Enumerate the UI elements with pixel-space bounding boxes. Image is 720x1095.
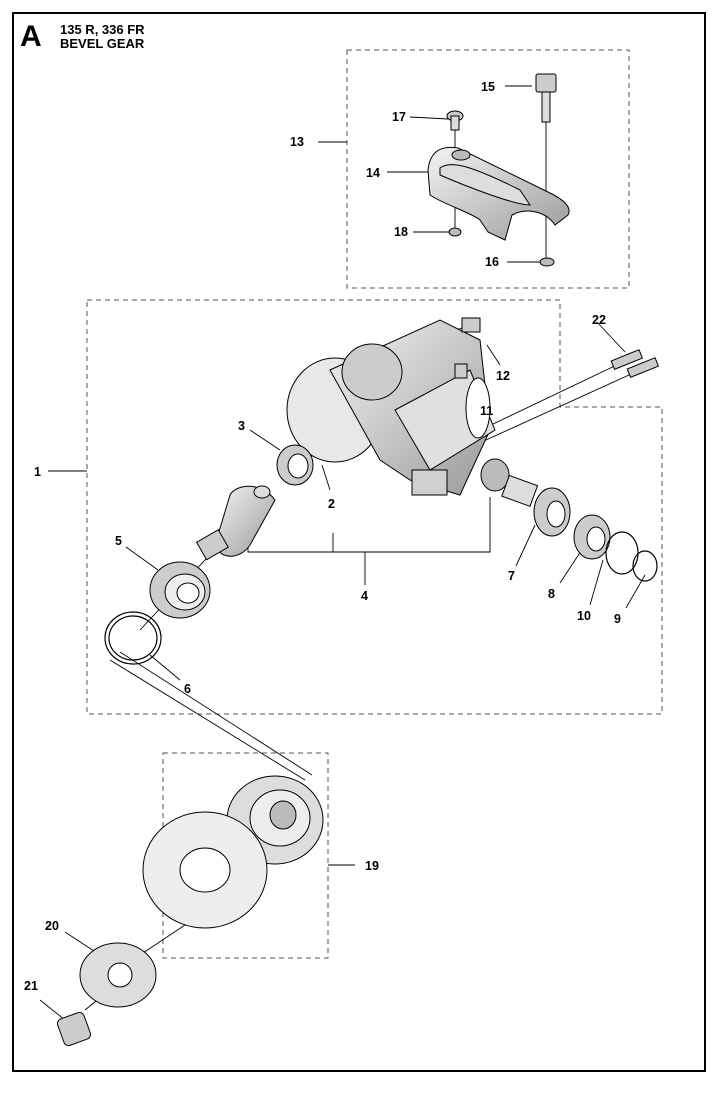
callout-14: 14 [366, 166, 380, 180]
leader-2 [321, 464, 331, 491]
callout-3: 3 [238, 419, 245, 433]
support-flange-20 [79, 942, 157, 1008]
callout-17: 17 [392, 110, 406, 124]
bearing-3 [276, 444, 314, 486]
leader-17 [409, 116, 449, 120]
callout-19: 19 [365, 859, 379, 873]
callout-16: 16 [485, 255, 499, 269]
bearing-8 [573, 514, 611, 560]
bolt-17 [446, 110, 464, 131]
callout-12: 12 [496, 369, 510, 383]
bolt-15 [535, 73, 557, 123]
callout-2: 2 [328, 497, 335, 511]
leader-6 [149, 654, 181, 681]
bushing-stub [480, 458, 539, 508]
leader-6-to-19a [109, 659, 306, 781]
washer-16 [539, 257, 555, 267]
gear-housing-2 [286, 319, 496, 496]
leader-22a [469, 361, 624, 436]
leader-10 [589, 559, 604, 606]
leader-4 [247, 497, 491, 553]
plug-12 [461, 317, 481, 333]
leader-7 [515, 524, 536, 567]
group-box-19 [162, 752, 329, 959]
callout-8: 8 [548, 587, 555, 601]
callout-13: 13 [290, 135, 304, 149]
callout-4: 4 [361, 589, 368, 603]
circlip-6 [104, 611, 162, 665]
callout-11: 11 [480, 404, 493, 418]
group-box-1 [86, 299, 663, 715]
leader-5 [125, 546, 159, 571]
leader-21 [39, 999, 66, 1021]
leader-3 [249, 429, 281, 451]
model-label: 135 R, 336 FR [60, 22, 145, 37]
callout-22: 22 [592, 313, 606, 327]
leader-12 [486, 344, 501, 366]
callout-18: 18 [394, 225, 408, 239]
bearing-7 [533, 487, 571, 537]
callout-1: 1 [34, 465, 41, 479]
nut-21 [56, 1011, 92, 1047]
callout-21: 21 [24, 979, 38, 993]
support-cup-19 [142, 811, 268, 929]
bevel-gear-shaft [195, 485, 276, 561]
diagram-title: BEVEL GEAR [60, 36, 145, 51]
screw-11 [454, 363, 468, 379]
group-box-13 [346, 49, 630, 289]
leader-22c [596, 321, 626, 353]
callout-10: 10 [577, 609, 591, 623]
circlip-9 [632, 550, 658, 582]
callout-5: 5 [115, 534, 122, 548]
bearing-5 [149, 561, 211, 619]
callout-20: 20 [45, 919, 59, 933]
clamp-part-14 [427, 146, 570, 241]
section-letter: A [20, 20, 42, 53]
leader-22b [474, 369, 641, 446]
leader-9 [625, 574, 646, 609]
callout-15: 15 [481, 80, 495, 94]
callout-7: 7 [508, 569, 515, 583]
callout-6: 6 [184, 682, 191, 696]
bolts-22 [610, 349, 660, 378]
washer-18 [448, 227, 462, 237]
leader-6-to-19b [119, 651, 313, 776]
callout-9: 9 [614, 612, 621, 626]
diagram-frame [12, 12, 706, 1072]
